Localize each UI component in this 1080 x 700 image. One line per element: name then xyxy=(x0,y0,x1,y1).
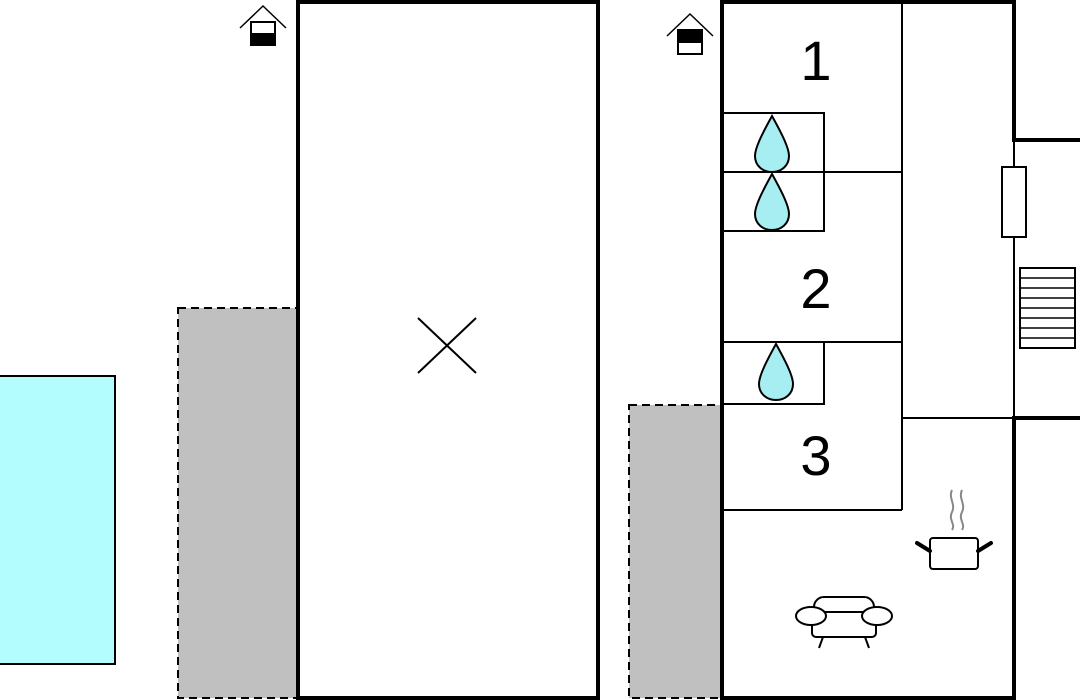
left-building xyxy=(296,0,600,700)
terrace-left xyxy=(177,307,299,699)
void-cross-icon xyxy=(417,317,477,374)
stairs-icon xyxy=(1019,267,1076,349)
kitchen-pot-icon xyxy=(915,489,993,570)
house-level-icon-ground xyxy=(239,4,287,46)
bathroom-drop-icon xyxy=(753,171,791,232)
pool xyxy=(0,375,116,665)
room-number-1: 1 xyxy=(800,29,831,92)
room-number-2: 2 xyxy=(800,257,831,320)
house-level-icon-upper xyxy=(666,12,714,55)
bathroom-drop-icon xyxy=(753,113,791,174)
window-icon xyxy=(1001,166,1027,238)
room-number-3: 3 xyxy=(800,424,831,487)
interior-walls xyxy=(721,2,1015,511)
bathroom-drop-icon xyxy=(757,341,795,402)
right-building xyxy=(720,0,1080,700)
terrace-right xyxy=(628,404,723,699)
sofa-icon xyxy=(795,596,893,649)
